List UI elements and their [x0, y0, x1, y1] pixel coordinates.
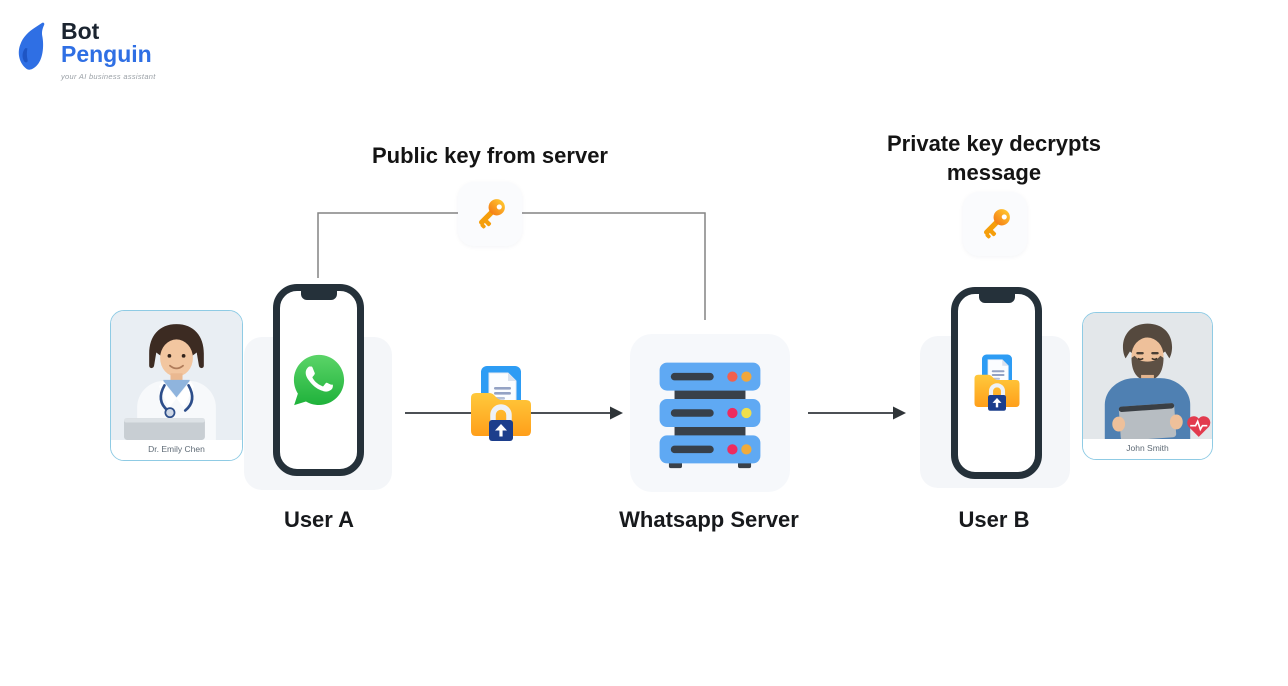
phone-notch — [300, 290, 337, 300]
patient-photo — [1083, 313, 1212, 439]
arrow-usera-to-server-head-icon — [610, 406, 623, 420]
private-key-card — [963, 192, 1027, 256]
server-row-1 — [659, 362, 761, 391]
whatsapp-server-card — [630, 334, 790, 492]
key-icon — [983, 209, 1010, 239]
contact-photo-card-user-b: John Smith — [1082, 312, 1213, 460]
user-b-phone-frame — [951, 287, 1042, 479]
contact-photo-card-user-a: Dr. Emily Chen — [110, 310, 243, 461]
user-a-phone-frame — [273, 284, 364, 476]
public-key-annotation: Public key from server — [371, 143, 608, 168]
heart-pulse-icon — [1187, 416, 1211, 437]
logo-penguin-text: Penguin — [61, 41, 152, 68]
contact-name: Dr. Emily Chen — [111, 440, 242, 460]
logo-bot-text: Bot — [61, 18, 100, 44]
user-a-label: User A — [283, 507, 355, 532]
whatsapp-icon — [293, 354, 344, 406]
logo-text: Bot Penguin your AI business assistant — [61, 18, 156, 81]
server-row-2 — [659, 399, 761, 427]
lock-shackle — [490, 404, 512, 421]
folder-front — [471, 393, 531, 436]
key-icon — [478, 199, 505, 229]
encrypted-folder-lock-icon — [471, 366, 531, 441]
user-b-label: User B — [958, 507, 1030, 532]
encrypted-folder-lock-icon — [974, 354, 1019, 411]
penguin-icon — [18, 22, 45, 70]
contact-name: John Smith — [1083, 439, 1212, 459]
private-key-annotation: Private key decrypts message — [886, 131, 1102, 186]
public-key-card — [458, 182, 522, 246]
arrow-server-to-userb-head-icon — [893, 406, 906, 420]
server-label: Whatsapp Server — [619, 507, 799, 532]
doctor-photo — [111, 311, 242, 440]
server-icon — [659, 362, 761, 469]
server-row-3 — [659, 435, 761, 464]
logo-tagline: your AI business assistant — [61, 71, 156, 81]
phone-notch — [978, 293, 1015, 303]
botpenguin-logo: Bot Penguin your AI business assistant — [16, 18, 156, 81]
